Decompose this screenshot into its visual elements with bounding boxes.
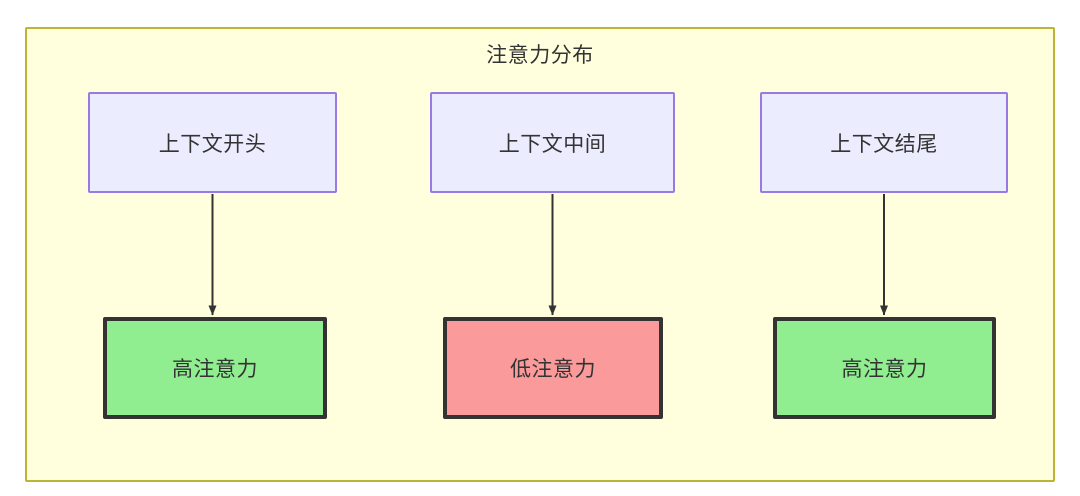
node-attention-high-end-label: 高注意力 xyxy=(841,358,928,381)
subgraph-title: 注意力分布 xyxy=(486,44,594,67)
node-attention-low-middle-label: 低注意力 xyxy=(510,358,596,381)
node-context-start[interactable]: 上下文开头 xyxy=(88,92,337,193)
node-attention-high-start[interactable]: 高注意力 xyxy=(103,317,327,419)
node-context-start-label: 上下文开头 xyxy=(158,132,267,156)
node-context-middle-label: 上下文中间 xyxy=(498,132,607,156)
node-context-end[interactable]: 上下文结尾 xyxy=(760,92,1008,193)
node-attention-high-end[interactable]: 高注意力 xyxy=(773,317,996,419)
node-attention-high-start-label: 高注意力 xyxy=(172,358,258,381)
node-context-middle[interactable]: 上下文中间 xyxy=(430,92,675,193)
node-attention-low-middle[interactable]: 低注意力 xyxy=(443,317,663,419)
node-context-end-label: 上下文结尾 xyxy=(830,132,938,156)
